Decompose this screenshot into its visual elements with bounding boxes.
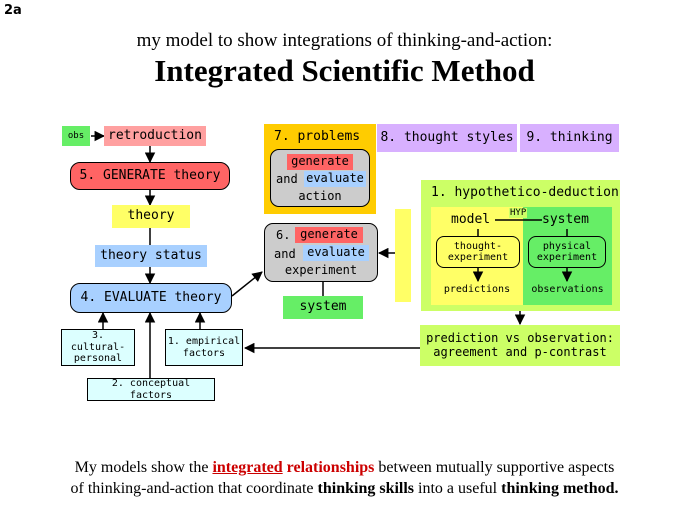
generate-theory-box: 5. GENERATE theory xyxy=(70,162,230,190)
prediction-vs-observation-box: prediction vs observation: agreement and… xyxy=(420,325,620,366)
caption-emphasis-thinking-method: thinking method. xyxy=(501,479,619,497)
caption: My models show the integrated relationsh… xyxy=(0,458,689,500)
model-label: model xyxy=(451,212,491,227)
observations-label: observations xyxy=(531,284,604,296)
generate-experiment-label: generate xyxy=(295,227,363,243)
and-label-1: and xyxy=(276,172,298,186)
generate-action-label: generate xyxy=(287,154,353,170)
caption-text: of thinking-and-action that coordinate xyxy=(70,479,318,497)
system-output-box: system xyxy=(283,296,363,319)
yellow-bar xyxy=(395,209,411,302)
hypothetico-deduction-label: 1. hypothetico-deduction xyxy=(431,185,619,200)
figure-label: 2a xyxy=(4,3,22,18)
predictions-label: predictions xyxy=(443,284,511,296)
thought-styles-box: 8. thought styles xyxy=(377,124,517,152)
conceptual-factors-box: 2. conceptual factors xyxy=(87,378,215,401)
page-title: Integrated Scientific Method xyxy=(154,53,535,88)
physical-experiment-box: physical experiment xyxy=(528,236,606,268)
evaluate-experiment-label: evaluate xyxy=(303,245,369,261)
and-label-2: and xyxy=(274,247,296,261)
caption-emphasis-integrated: integrated xyxy=(212,459,283,476)
caption-text: into a useful xyxy=(414,479,502,497)
evaluate-action-label: evaluate xyxy=(304,171,366,187)
empirical-factors-box: 1. empirical factors xyxy=(165,329,243,366)
experiment-number-label: 6. xyxy=(276,228,291,242)
system-label: system xyxy=(542,212,589,227)
caption-text: My models show the xyxy=(74,459,213,476)
caption-text: between mutually supportive aspects xyxy=(374,459,615,476)
evaluate-to-experiment-arrow xyxy=(231,271,263,297)
subtitle: my model to show integrations of thinkin… xyxy=(136,30,553,51)
theory-box: theory xyxy=(112,205,190,228)
retroduction-box: retroduction xyxy=(104,126,206,146)
thought-experiment-box: thought- experiment xyxy=(436,236,520,268)
cultural-personal-box: 3. cultural- personal xyxy=(61,329,135,366)
caption-emphasis-thinking-skills: thinking skills xyxy=(317,479,415,497)
experiment-label: experiment xyxy=(284,263,358,278)
action-label: action xyxy=(298,189,342,204)
caption-line-1: My models show the integrated relationsh… xyxy=(0,458,689,479)
problems-label: 7. problems xyxy=(274,129,361,144)
thinking-box: 9. thinking xyxy=(520,124,619,152)
obs-label: obs xyxy=(62,126,90,146)
hyp-label: HYP xyxy=(509,208,528,218)
theory-status-box: theory status xyxy=(95,245,207,267)
caption-emphasis-relationships: relationships xyxy=(286,459,375,476)
caption-line-2: of thinking-and-action that coordinate t… xyxy=(0,479,689,500)
evaluate-theory-box: 4. EVALUATE theory xyxy=(70,283,232,313)
